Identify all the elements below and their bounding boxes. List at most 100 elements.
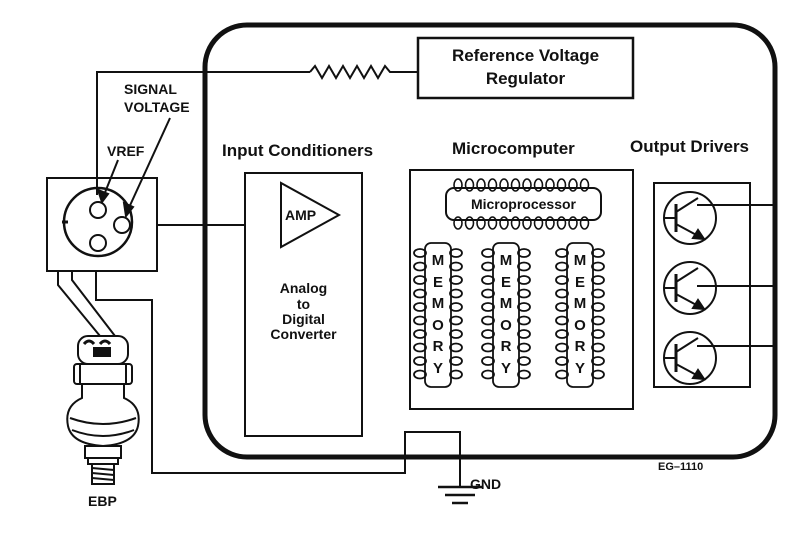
memory-letter: R <box>574 338 586 355</box>
memory-chip <box>566 242 594 388</box>
cpu-pin <box>464 216 475 230</box>
cpu-pin <box>568 216 578 230</box>
memory-pin <box>517 248 531 258</box>
memory-pin <box>591 248 605 258</box>
cpu-pin <box>476 178 486 192</box>
cpu-pin <box>556 216 567 230</box>
memory-letter: Y <box>500 359 511 377</box>
vref-wire <box>96 71 310 195</box>
cpu-pin <box>533 178 544 192</box>
microprocessor-pins <box>453 178 590 230</box>
input-conditioners-title: Input Conditioners <box>222 141 374 160</box>
memory-pin <box>517 342 531 353</box>
memory-pin <box>517 356 531 366</box>
memory-pin <box>413 288 427 299</box>
adc-label-4: Converter <box>270 326 337 342</box>
vref-label: VREF <box>107 143 145 159</box>
memory-pin <box>449 342 463 353</box>
pin-ground <box>89 234 107 252</box>
cpu-pin <box>568 178 578 192</box>
memory-pin <box>517 369 531 380</box>
pin-vref <box>89 201 107 219</box>
memory-pin <box>591 315 605 326</box>
memory-pin <box>413 356 427 366</box>
cpu-pin <box>487 178 498 192</box>
memory-pin <box>481 275 495 285</box>
ebp-sensor <box>66 335 140 485</box>
ground-wire <box>95 271 461 487</box>
memory-pin <box>555 261 569 272</box>
memory-pin <box>591 261 605 272</box>
resistor <box>309 64 418 80</box>
adc-label-3: Digital <box>282 311 325 327</box>
memory-pin <box>481 342 495 353</box>
memory-pin <box>555 356 569 366</box>
cpu-pin <box>579 216 590 230</box>
memory-pin <box>591 275 605 285</box>
cpu-pin <box>510 178 521 192</box>
memory-letter: E <box>500 273 511 291</box>
memory-letter: O <box>432 316 444 334</box>
memory-pin <box>481 315 495 326</box>
connector-box <box>46 177 158 272</box>
figure-id: EG–1110 <box>658 461 704 473</box>
memory-pin <box>481 302 495 312</box>
input-conditioner-box <box>244 172 363 437</box>
output-drivers-title: Output Drivers <box>630 137 750 156</box>
memory-pin <box>449 329 463 339</box>
memory-chip <box>424 242 452 388</box>
adc-label-1: Analog <box>279 280 328 296</box>
memory-pin <box>449 315 463 326</box>
memory-chips <box>413 242 605 388</box>
memory-pin <box>413 329 427 339</box>
microprocessor-label: Microprocessor <box>470 196 577 212</box>
amp-label: AMP <box>285 207 317 223</box>
memory-pin <box>555 288 569 299</box>
cpu-pin <box>579 178 590 192</box>
memory-pin <box>591 369 605 380</box>
signal-arrow <box>126 117 171 213</box>
ref-voltage-box <box>416 36 635 100</box>
memory-pin <box>555 315 569 326</box>
cpu-pin <box>510 216 521 230</box>
cpu-pin <box>453 178 463 192</box>
memory-letter: Y <box>574 359 585 377</box>
memory-pin <box>449 275 463 285</box>
cpu-pin <box>499 178 509 192</box>
cpu-pin <box>487 216 498 230</box>
memory-pin <box>555 302 569 312</box>
cpu-pin <box>476 216 486 230</box>
memory-pin <box>481 356 495 366</box>
memory-pin <box>413 261 427 272</box>
ref-voltage-label-2: Regulator <box>485 69 566 88</box>
memory-letter: M <box>573 295 587 312</box>
cpu-pin <box>533 216 544 230</box>
memory-letter: M <box>431 252 445 269</box>
memory-pin <box>449 356 463 366</box>
memory-letter: E <box>574 273 585 291</box>
cpu-pin <box>522 178 532 192</box>
signal-voltage-label-1: SIGNAL <box>124 81 177 97</box>
amp-triangle <box>280 181 342 249</box>
memory-pin <box>517 288 531 299</box>
memory-letter: O <box>574 316 586 334</box>
memory-pin <box>449 261 463 272</box>
memory-pin <box>555 369 569 380</box>
memory-letter: M <box>499 252 513 269</box>
memory-letter: M <box>431 295 445 312</box>
memory-pin <box>555 275 569 285</box>
memory-letter: R <box>500 338 512 355</box>
memory-letter: M <box>499 295 513 312</box>
memory-pin <box>481 288 495 299</box>
pin-signal <box>113 216 131 234</box>
memory-pin <box>481 329 495 339</box>
microcomputer-title: Microcomputer <box>452 139 575 158</box>
memory-letter: O <box>500 316 512 334</box>
memory-pin <box>449 369 463 380</box>
memory-pin <box>449 248 463 258</box>
memory-pin <box>591 288 605 299</box>
memory-pin <box>449 288 463 299</box>
pcm-enclosure <box>202 22 778 460</box>
cpu-pin <box>545 178 555 192</box>
